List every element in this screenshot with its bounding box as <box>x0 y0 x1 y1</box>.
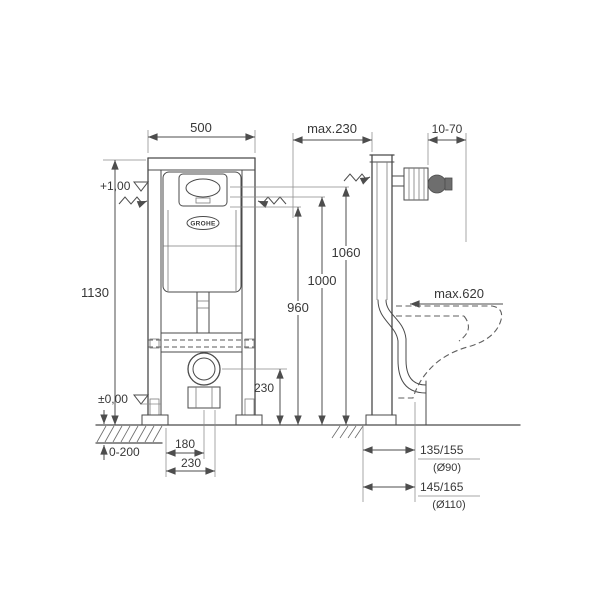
dim-1000-label: 1000 <box>308 273 337 288</box>
dim-135-155-label: 135/155 <box>420 443 464 457</box>
foot-plate-right <box>235 414 263 426</box>
adjustable-leg-right <box>244 398 255 416</box>
dim-230-outlet-label: 230 <box>254 381 274 395</box>
flush-plate <box>178 173 228 207</box>
level-zero-label: ±0,00 <box>98 392 128 406</box>
anchor-bolt <box>427 174 447 194</box>
dim-10-70-label: 10-70 <box>432 122 463 136</box>
dim-max230-label: max.230 <box>307 121 357 136</box>
dim-1130-label: 1130 <box>81 285 109 300</box>
level-plus100-label: +1,00 <box>100 179 131 193</box>
actuation-arrow-right <box>257 196 287 209</box>
dim-180-label: 180 <box>175 437 195 451</box>
mounting-crossbar <box>148 332 255 353</box>
flush-bend-pipe <box>377 299 427 426</box>
dimensions-front: 500 1130 +1,00 ±0,00 0-200 180 230 230 <box>81 120 365 477</box>
dia-90-label: (Ø90) <box>433 462 461 474</box>
toilet-bowl-outline <box>396 305 503 399</box>
fixing-bolt-right <box>244 338 255 349</box>
flush-pipe <box>196 291 210 334</box>
cistern <box>162 171 242 293</box>
grohe-logo: GROHE <box>186 216 220 230</box>
drain-outlet <box>187 352 221 386</box>
wall-anchor <box>391 167 453 201</box>
dim-0-200-label: 0-200 <box>109 445 140 459</box>
outlet-bracket <box>187 386 221 409</box>
flush-button-small <box>195 197 211 204</box>
dim-960-label: 960 <box>287 300 309 315</box>
floor-hatching-side <box>331 425 364 439</box>
dim-145-165-label: 145/165 <box>420 480 464 494</box>
adjustable-leg-left <box>149 398 160 416</box>
dia-110-label: (Ø110) <box>432 499 465 511</box>
dim-230-bottom-label: 230 <box>181 456 201 470</box>
actuation-arrow-left <box>118 196 148 209</box>
fixing-bolt-left <box>149 338 160 349</box>
dim-1060-label: 1060 <box>332 245 361 260</box>
foot-plate-side <box>365 414 397 426</box>
foot-plate-left <box>141 414 169 426</box>
grohe-logo-text: GROHE <box>190 221 216 228</box>
side-view-frame <box>365 142 503 426</box>
ground-plane <box>95 424 521 444</box>
floor-hatching-left <box>96 425 163 443</box>
front-view-frame: GROHE <box>141 157 263 426</box>
dim-max620-label: max.620 <box>434 286 484 301</box>
level-symbol-top <box>132 181 150 192</box>
actuation-arrow-side <box>343 173 371 185</box>
dimensions-side: max.230 10-70 max.620 135/155 (Ø90) 145/… <box>292 121 503 511</box>
level-symbol-zero <box>132 394 150 405</box>
dim-500-label: 500 <box>190 120 212 135</box>
flush-button-oval <box>185 178 221 198</box>
anchor-bolt-cap <box>444 177 453 191</box>
